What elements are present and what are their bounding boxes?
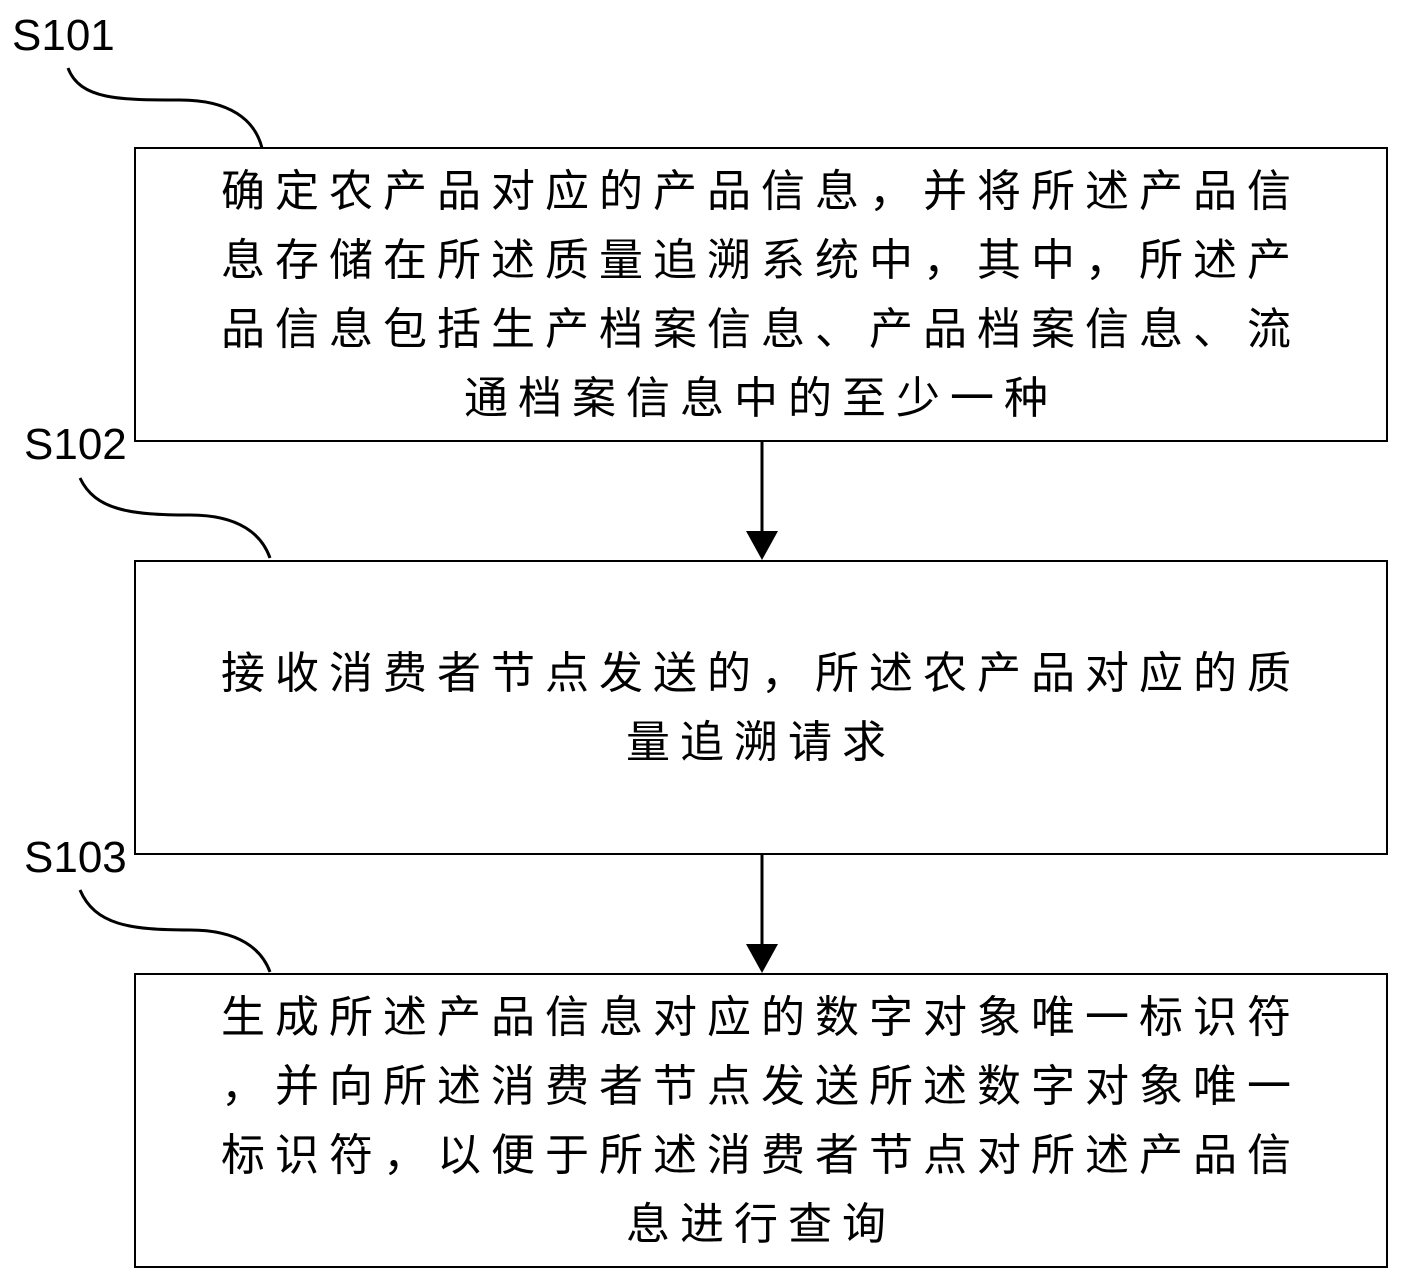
step-box-s103: 生成所述产品信息对应的数字对象唯一标识符 ，并向所述消费者节点发送所述数字对象唯… <box>134 973 1388 1268</box>
step-label-s103: S103 <box>24 833 127 882</box>
arrow-s102-to-s103 <box>746 854 778 973</box>
step-box-s102: 接收消费者节点发送的，所述农产品对应的质 量追溯请求 <box>134 560 1388 855</box>
s102-leader-line <box>78 477 272 559</box>
step-text-s102: 接收消费者节点发送的，所述农产品对应的质 量追溯请求 <box>221 647 1301 768</box>
step-text-s101: 确定农产品对应的产品信息，并将所述产品信 息存储在所述质量追溯系统中，其中，所述… <box>221 165 1301 424</box>
step-label-s101: S101 <box>12 11 115 60</box>
step-box-s101: 确定农产品对应的产品信息，并将所述产品信 息存储在所述质量追溯系统中，其中，所述… <box>134 147 1388 442</box>
step-label-s102: S102 <box>24 420 127 469</box>
s101-leader-line <box>66 67 264 149</box>
step-text-s103: 生成所述产品信息对应的数字对象唯一标识符 ，并向所述消费者节点发送所述数字对象唯… <box>221 991 1301 1250</box>
s103-leader-line <box>78 889 272 973</box>
arrow-s101-to-s102 <box>746 441 778 560</box>
